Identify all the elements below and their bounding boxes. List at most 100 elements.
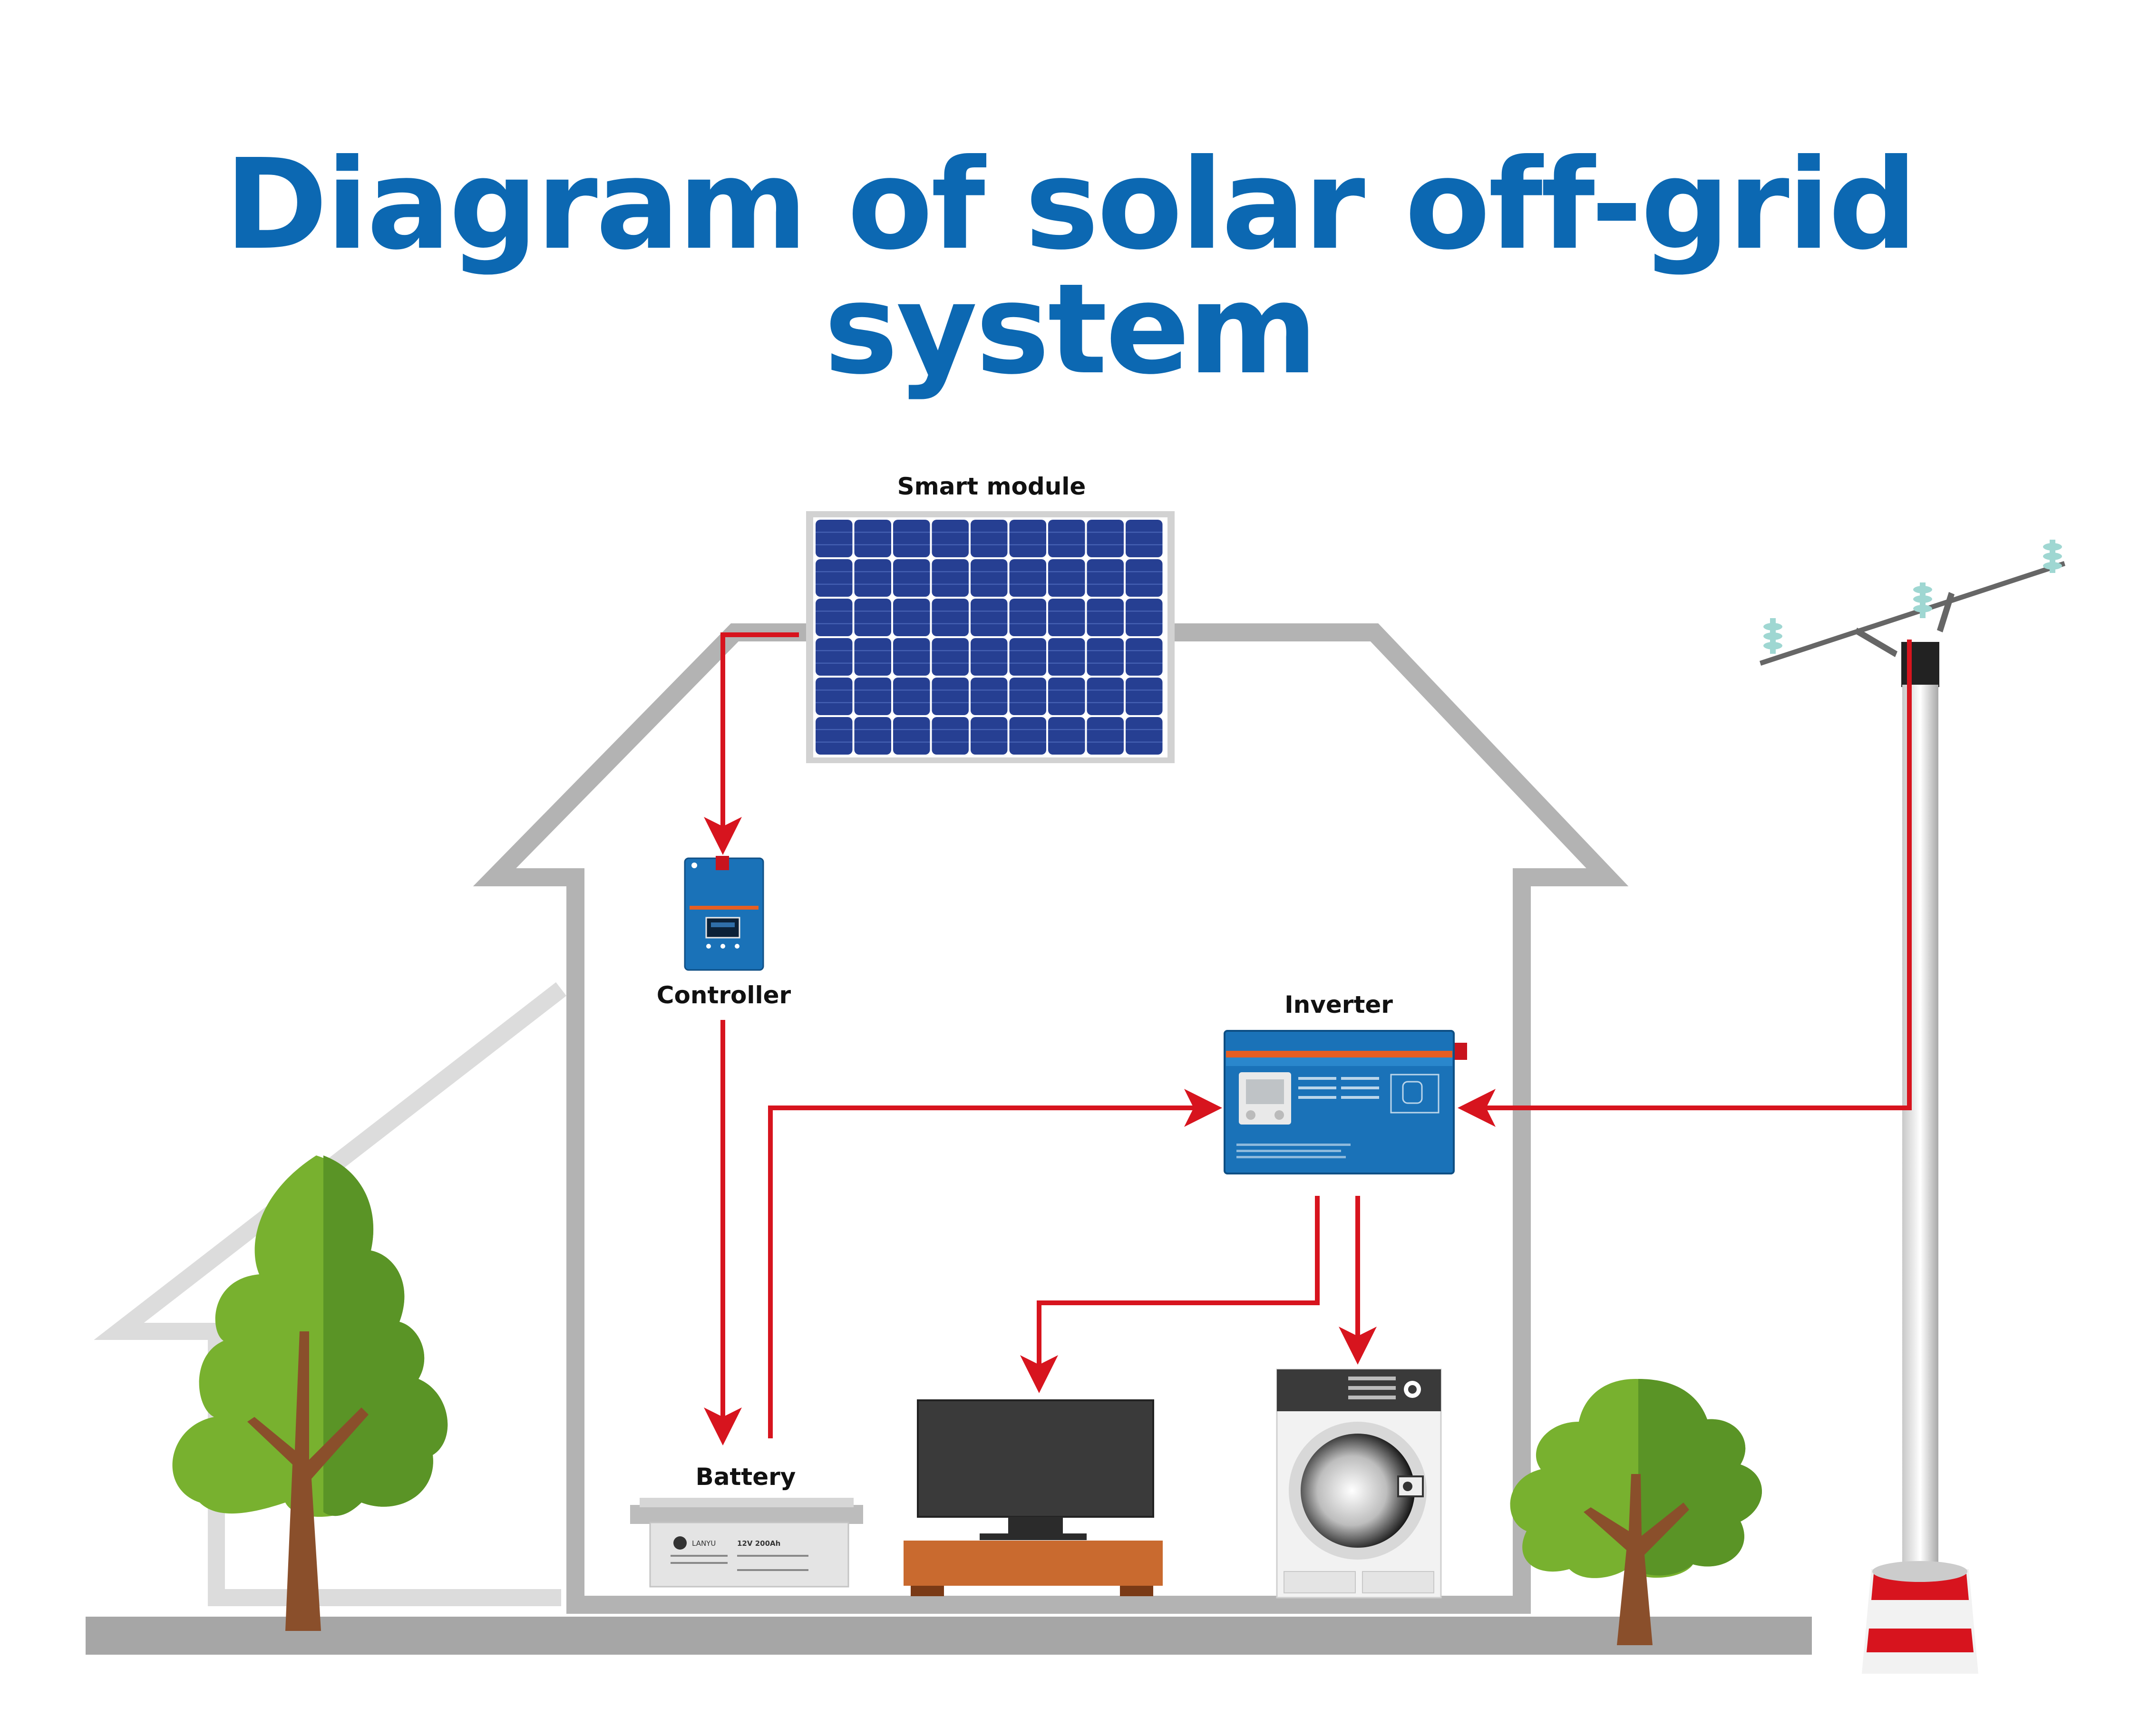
solar-cell bbox=[1126, 599, 1163, 636]
wire-inverter-to-tv bbox=[1020, 1196, 1320, 1393]
solar-cell bbox=[1048, 559, 1085, 597]
solar-cell bbox=[1009, 599, 1046, 636]
cell-busbar bbox=[971, 729, 1008, 730]
cell-busbar bbox=[971, 571, 1008, 572]
cell-busbar bbox=[1048, 702, 1085, 703]
cell-busbar bbox=[971, 662, 1008, 664]
solar-cell bbox=[854, 717, 891, 755]
cell-busbar bbox=[1048, 689, 1085, 691]
battery: LANYU 12V 200Ah bbox=[630, 1498, 863, 1588]
solar-cell bbox=[1048, 717, 1085, 755]
cell-busbar bbox=[1126, 702, 1163, 703]
insulator-left bbox=[1763, 618, 1782, 654]
solar-cell bbox=[971, 599, 1008, 636]
cell-busbar bbox=[971, 702, 1008, 703]
solar-cell bbox=[816, 520, 853, 557]
cell-busbar bbox=[1087, 702, 1124, 703]
cell-busbar bbox=[932, 623, 969, 624]
solar-cell bbox=[1126, 717, 1163, 755]
cell-busbar bbox=[854, 702, 891, 703]
cell-busbar bbox=[893, 662, 930, 664]
cell-busbar bbox=[971, 650, 1008, 651]
cell-busbar bbox=[893, 650, 930, 651]
cell-busbar bbox=[854, 544, 891, 545]
cell-busbar bbox=[1009, 662, 1046, 664]
wire-panel-to-controller bbox=[704, 632, 799, 855]
cell-busbar bbox=[1009, 571, 1046, 572]
cell-busbar bbox=[932, 741, 969, 743]
cell-busbar bbox=[854, 583, 891, 585]
solar-cell bbox=[1087, 599, 1124, 636]
cell-busbar bbox=[854, 650, 891, 651]
solar-cell bbox=[1009, 638, 1046, 676]
cell-busbar bbox=[1009, 532, 1046, 533]
solar-cell bbox=[893, 678, 930, 715]
cell-busbar bbox=[816, 702, 853, 703]
solar-cell bbox=[1087, 678, 1124, 715]
cell-busbar bbox=[1048, 650, 1085, 651]
cell-busbar bbox=[816, 729, 853, 730]
cell-busbar bbox=[893, 729, 930, 730]
label-smart-module: Smart module bbox=[897, 473, 1086, 500]
cell-busbar bbox=[932, 702, 969, 703]
cell-busbar bbox=[1048, 583, 1085, 585]
solar-cell bbox=[816, 599, 853, 636]
cell-busbar bbox=[1126, 544, 1163, 545]
cell-busbar bbox=[854, 571, 891, 572]
solar-cell bbox=[1126, 559, 1163, 597]
solar-cell bbox=[816, 559, 853, 597]
cell-busbar bbox=[1048, 729, 1085, 730]
solar-cell bbox=[1048, 638, 1085, 676]
cell-busbar bbox=[893, 571, 930, 572]
cell-busbar bbox=[1126, 662, 1163, 664]
solar-cell bbox=[1009, 717, 1046, 755]
cell-busbar bbox=[1009, 650, 1046, 651]
cell-busbar bbox=[816, 650, 853, 651]
cell-busbar bbox=[816, 532, 853, 533]
solar-cell bbox=[971, 717, 1008, 755]
solar-cell bbox=[1009, 559, 1046, 597]
cell-busbar bbox=[816, 583, 853, 585]
insulator-middle bbox=[1913, 582, 1932, 618]
cell-busbar bbox=[854, 689, 891, 691]
cell-busbar bbox=[893, 583, 930, 585]
cell-busbar bbox=[1009, 689, 1046, 691]
cell-busbar bbox=[1087, 729, 1124, 730]
inverter-device bbox=[1224, 1030, 1467, 1174]
solar-panel bbox=[806, 511, 1175, 763]
cell-busbar bbox=[1009, 623, 1046, 624]
solar-cell bbox=[854, 678, 891, 715]
solar-cell bbox=[1126, 678, 1163, 715]
solar-cell bbox=[854, 599, 891, 636]
cell-busbar bbox=[1126, 650, 1163, 651]
cell-busbar bbox=[854, 532, 891, 533]
cell-busbar bbox=[1048, 544, 1085, 545]
cell-busbar bbox=[1126, 729, 1163, 730]
cell-busbar bbox=[971, 689, 1008, 691]
cell-busbar bbox=[1048, 623, 1085, 624]
charge-controller bbox=[684, 856, 764, 971]
solar-cell bbox=[932, 678, 969, 715]
cell-busbar bbox=[1048, 662, 1085, 664]
house-outline bbox=[473, 623, 1629, 1614]
cell-busbar bbox=[1087, 623, 1124, 624]
wire-battery-to-inverter bbox=[768, 1089, 1222, 1438]
cell-busbar bbox=[1087, 571, 1124, 572]
cell-busbar bbox=[816, 741, 853, 743]
cell-busbar bbox=[893, 544, 930, 545]
cell-busbar bbox=[893, 689, 930, 691]
cell-busbar bbox=[893, 741, 930, 743]
solar-cell bbox=[816, 717, 853, 755]
cell-busbar bbox=[1126, 623, 1163, 624]
cell-busbar bbox=[1087, 532, 1124, 533]
cell-busbar bbox=[932, 650, 969, 651]
cell-busbar bbox=[1087, 583, 1124, 585]
solar-cell bbox=[1048, 678, 1085, 715]
cell-busbar bbox=[1087, 544, 1124, 545]
solar-cell bbox=[1087, 559, 1124, 597]
solar-cell bbox=[854, 559, 891, 597]
cell-busbar bbox=[893, 532, 930, 533]
battery-brand: LANYU bbox=[692, 1539, 716, 1548]
solar-cell bbox=[816, 678, 853, 715]
cell-busbar bbox=[932, 544, 969, 545]
